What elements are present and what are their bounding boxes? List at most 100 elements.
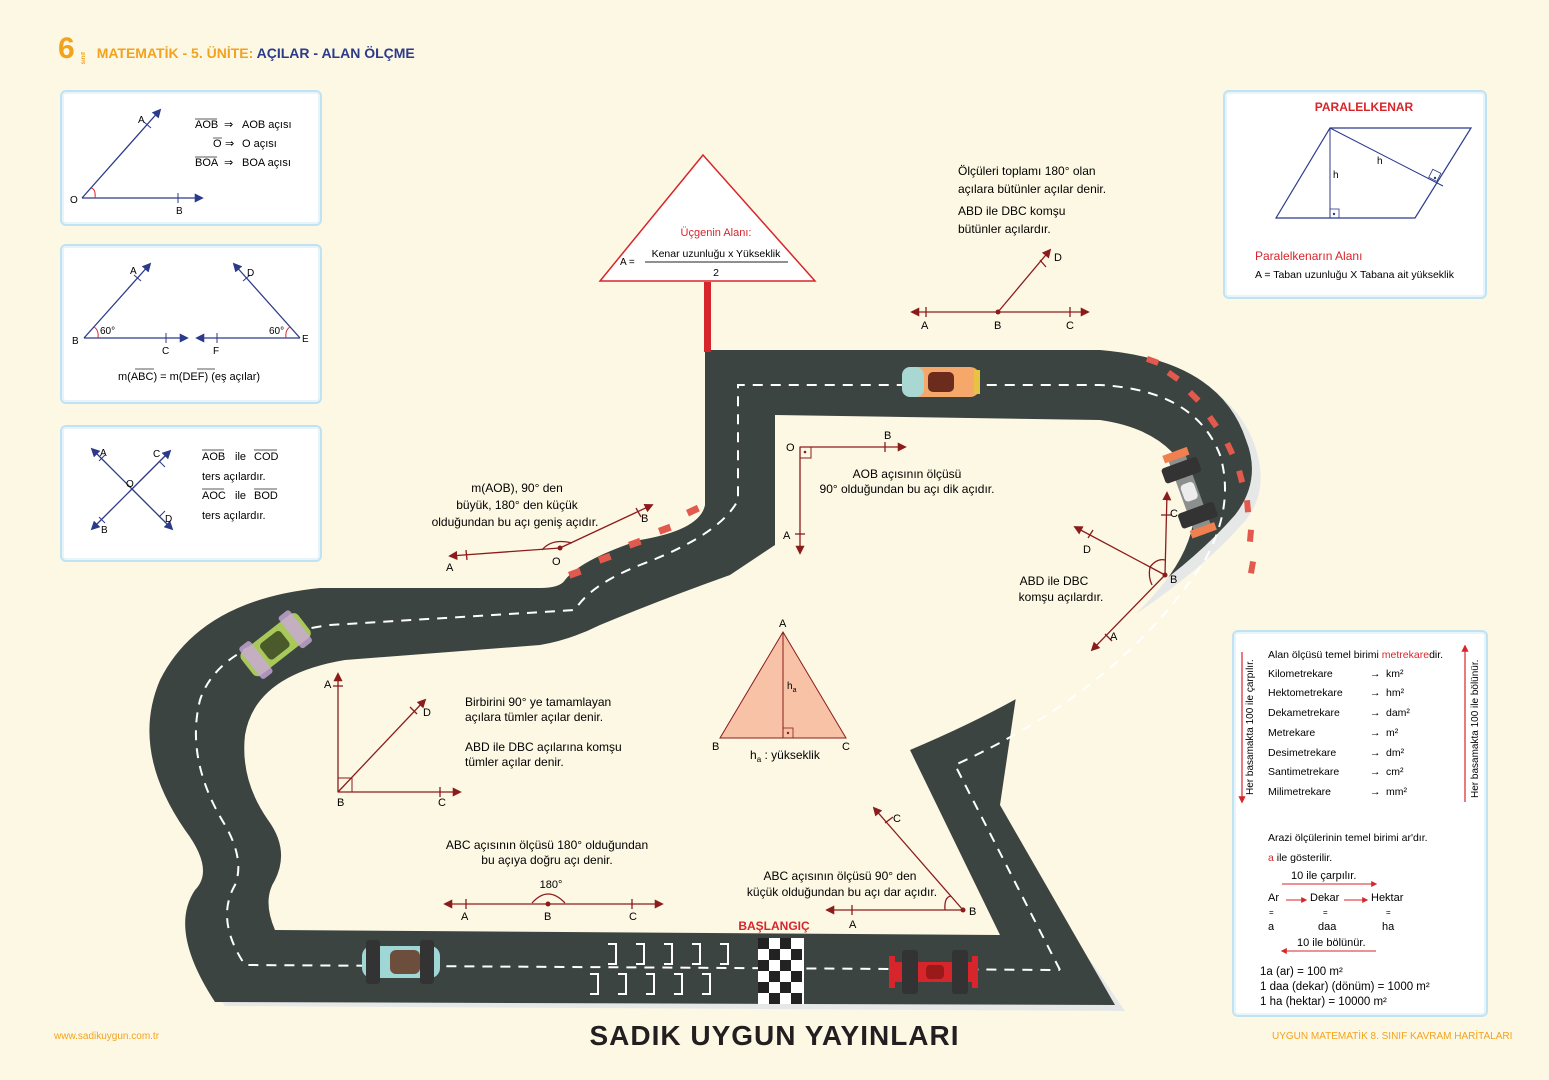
unit-sym-km: km²	[1386, 668, 1404, 680]
adj-line1: ABD ile DBC	[1020, 574, 1089, 588]
comp-line4: tümler açılar denir.	[465, 755, 564, 769]
unit-name-cm: Santimetrekare	[1268, 766, 1339, 778]
card1-row2-text: O açısı	[242, 138, 277, 150]
straight-label-a: A	[461, 911, 469, 923]
card1-row1-text: AOB açısı	[242, 119, 292, 131]
para-title: PARALELKENAR	[1315, 100, 1414, 114]
obtuse-line3: olduğundan bu açı geniş açıdır.	[432, 515, 599, 529]
card2-e: E	[302, 334, 309, 345]
right-angle-figure	[795, 442, 907, 555]
tri-label-h: ha	[787, 681, 797, 694]
adj-label-b: B	[1170, 574, 1177, 586]
land-daa: daa	[1318, 921, 1337, 933]
adj-label-d: D	[1083, 544, 1091, 556]
card3-sym1: AOB	[202, 451, 225, 463]
acute-line2: küçük olduğundan bu açı dar açıdır.	[747, 885, 937, 899]
right-line2: 90° olduğundan bu açı dik açıdır.	[820, 482, 995, 496]
right-label-o: O	[786, 442, 795, 454]
unit-sym-mm: mm²	[1386, 786, 1407, 798]
car-gray-f1	[1161, 446, 1218, 539]
kerb-middle	[567, 504, 700, 579]
units-left-side: Her basamakta 100 ile çarpılır.	[1245, 659, 1256, 795]
unit-title-part1: MATEMATİK - 5. ÜNİTE:	[96, 45, 254, 61]
card2-angle1: 60°	[100, 326, 115, 337]
comp-label-c: C	[438, 797, 446, 809]
unit-sym-m: m²	[1386, 727, 1399, 739]
land-dekar: Dekar	[1310, 892, 1340, 904]
card2-f: F	[213, 346, 219, 357]
adj-label-c: C	[1170, 508, 1178, 520]
straight-angle-figure	[443, 893, 664, 909]
card-equal-angles: A B C 60° D E F 60° m(ABC) = m(DEF) (eş …	[60, 244, 322, 404]
unit-title-part2: AÇILAR - ALAN ÖLÇME	[256, 45, 415, 61]
footer-url[interactable]: www.sadikuygun.com.tr	[54, 1031, 160, 1042]
land-ar: Ar	[1268, 892, 1279, 904]
vertical-angles-figure: A C O B D AOB ile COD ters açılardır. AO…	[90, 447, 279, 536]
card3-d: D	[165, 514, 172, 525]
card2-b: B	[72, 336, 79, 347]
card1-row2-arrow: ⇒	[225, 138, 234, 150]
unit-name-m: Metrekare	[1268, 727, 1315, 739]
footer-brand: SADIK UYGUN YAYINLARI	[589, 1020, 960, 1051]
tri-label-c: C	[842, 741, 850, 753]
car-red-f1	[889, 950, 978, 994]
supp-label-c: C	[1066, 320, 1074, 332]
card1-row-3: BOA ⇒ BOA açısı	[195, 156, 291, 169]
adj-label-a: A	[1110, 631, 1118, 643]
comp-line1: Birbirini 90° ye tamamlayan	[465, 695, 611, 709]
card1-label-o: O	[70, 195, 78, 206]
card1-row2-sym: O	[213, 138, 222, 150]
land-eq2: 1 daa (dekar) (dönüm) = 1000 m²	[1260, 981, 1430, 993]
adj-line2: komşu açılardır.	[1019, 590, 1104, 604]
card3-ile2: ile	[235, 490, 246, 502]
unit-row-dm: Desimetrekare → dm²	[1268, 747, 1405, 759]
unit-name-hm: Hektometrekare	[1268, 687, 1343, 699]
para-area-formula: A = Taban uzunluğu X Tabana ait yüksekli…	[1255, 269, 1455, 281]
card1-row-2: O ⇒ O açısı	[213, 137, 277, 150]
unit-row-cm: Santimetrekare → cm²	[1268, 766, 1404, 778]
triangle-sign-title: Üçgenin Alanı:	[681, 227, 752, 239]
land-line2: a ile gösterilir.	[1268, 852, 1332, 864]
obtuse-label-b: B	[641, 513, 648, 525]
triangle-area-sign	[598, 153, 817, 352]
start-label: BAŞLANGIÇ	[738, 919, 810, 933]
card1-label-a: A	[138, 115, 145, 126]
comp-line3: ABD ile DBC açılarına komşu	[465, 740, 622, 754]
card1-row3-arrow: ⇒	[224, 157, 233, 169]
comp-label-a: A	[324, 679, 332, 691]
card3-line1: ters açılardır.	[202, 471, 266, 483]
acute-label-c: C	[893, 813, 901, 825]
land-eq-1: =	[1269, 908, 1274, 917]
unit-row-hm: Hektometrekare → hm²	[1268, 687, 1405, 699]
unit-arrow-km: →	[1370, 668, 1381, 680]
unit-arrow-hm: →	[1370, 687, 1381, 699]
unit-arrow-dam: →	[1370, 707, 1381, 719]
land-a: a	[1268, 921, 1275, 933]
equal-angles-figure: A B C 60° D E F 60° m(ABC) = m(DEF) (eş …	[72, 262, 309, 383]
comp-label-b: B	[337, 797, 344, 809]
acute-angle-figure	[825, 806, 964, 915]
card3-b: B	[101, 525, 108, 536]
acute-line1: ABC açısının ölçüsü 90° den	[764, 869, 917, 883]
unit-name-km: Kilometrekare	[1268, 668, 1333, 680]
comp-label-d: D	[423, 707, 431, 719]
land-hektar: Hektar	[1371, 892, 1404, 904]
triangle-sign-denominator: 2	[713, 267, 719, 279]
card3-sym2: COD	[254, 451, 279, 463]
road-infield	[244, 415, 1195, 935]
land-eq1: 1a (ar) = 100 m²	[1260, 966, 1343, 978]
start-line-checkers	[758, 938, 804, 1004]
grid-marks	[590, 943, 729, 995]
acute-label-b: B	[969, 906, 976, 918]
card3-sym3: AOC	[202, 490, 226, 502]
land-ha: ha	[1382, 921, 1395, 933]
obtuse-label-o: O	[552, 556, 561, 568]
card3-a: A	[100, 448, 107, 459]
para-h1: h	[1333, 170, 1339, 181]
parallelogram-figure: PARALELKENAR h h Paralelkenarın Alanı A …	[1255, 100, 1473, 281]
unit-arrow-dm: →	[1370, 747, 1381, 759]
obtuse-angle-figure	[448, 503, 654, 561]
card-vertical-angles: A C O B D AOB ile COD ters açılardır. AO…	[60, 425, 322, 562]
area-units-figure: Alan ölçüsü temel birimi metrekaredir. H…	[1238, 644, 1481, 1008]
height-triangle-figure	[719, 631, 847, 739]
